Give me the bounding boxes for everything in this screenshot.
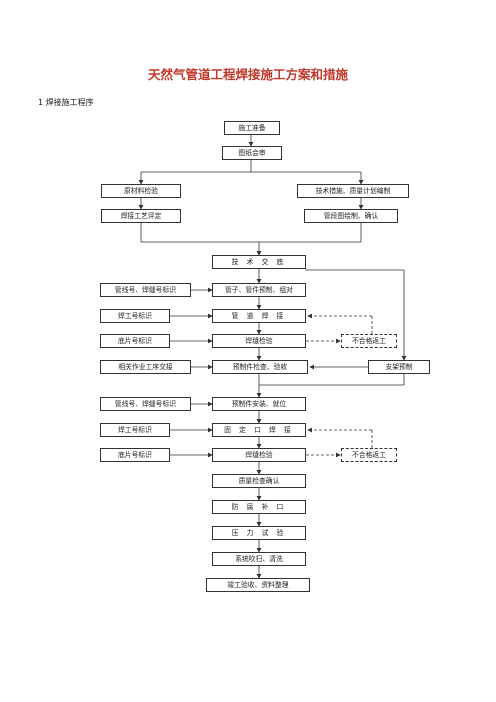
step-tech-quality-plan: 技术措施、质量计划编制: [297, 184, 409, 198]
step-weld-inspection-2: 焊缝检验: [212, 448, 306, 462]
step-prefab-install: 预制件安装、就位: [212, 397, 306, 411]
step-quality-confirm: 质量检查确认: [212, 474, 306, 488]
label-line-weld-id-2: 管线号、焊缝号标识: [100, 397, 191, 411]
step-segment-drawing: 管段图绘制、确认: [304, 209, 398, 223]
step-prefab-assembly: 管子、管件预制、组对: [212, 283, 306, 297]
step-completion: 竣工验收、资料整理: [206, 578, 310, 592]
step-pressure-test: 压 力 试 验: [212, 526, 306, 540]
step-anticorrosion: 防 腐 补 口: [212, 500, 306, 514]
step-fixed-welding: 固 定 口 焊 接: [212, 423, 306, 437]
step-weld-procedure: 焊接工艺评定: [101, 209, 181, 223]
step-tech-briefing: 技 术 交 底: [212, 255, 306, 269]
step-drawing-review: 图纸会审: [222, 146, 282, 160]
step-weld-inspection-1: 焊缝检验: [212, 334, 306, 348]
step-purge-clean: 系统吹扫、清洗: [212, 552, 306, 566]
document-title: 天然气管道工程焊接施工方案和措施: [147, 67, 348, 82]
label-related-handover: 相关作业工序交接: [100, 360, 191, 374]
step-prep: 施工准备: [224, 121, 280, 135]
label-welder-id-2: 焊工号标识: [100, 423, 170, 437]
section-heading: 1 焊接施工程序: [38, 98, 94, 107]
step-material-check: 原材料检验: [101, 184, 181, 198]
label-line-weld-id-1: 管线号、焊缝号标识: [100, 283, 191, 297]
step-nonconforming-2: 不合格返工: [341, 448, 397, 462]
label-welder-id-1: 焊工号标识: [100, 309, 170, 323]
step-pipe-welding: 管 道 焊 接: [212, 309, 306, 323]
step-nonconforming-1: 不合格返工: [341, 334, 397, 348]
step-support-prefab: 支架预制: [368, 360, 430, 374]
step-prefab-inspection: 预制件检查、验收: [212, 360, 308, 374]
label-film-id-2: 底片号标识: [100, 448, 170, 462]
label-film-id-1: 底片号标识: [100, 334, 170, 348]
